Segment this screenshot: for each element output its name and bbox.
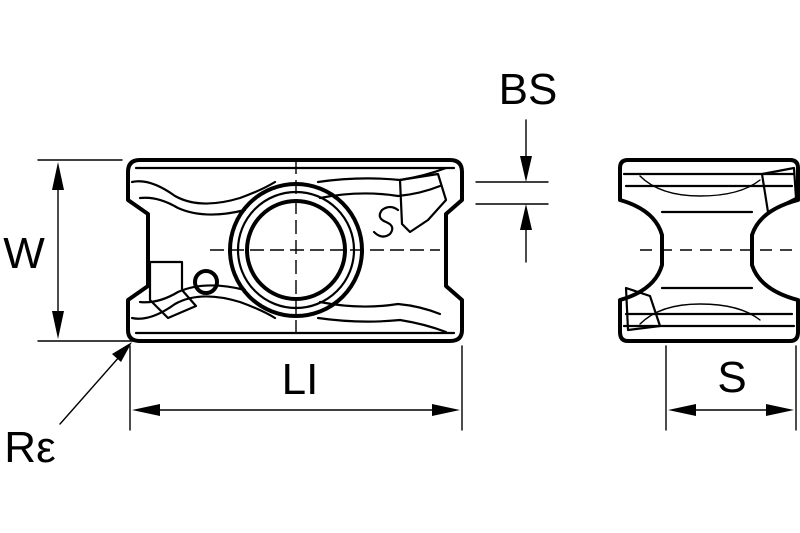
dimension-w: W: [3, 159, 137, 342]
li-label: LI: [282, 355, 319, 404]
s-label: S: [717, 353, 746, 402]
s-arrow-left: [668, 404, 696, 416]
side-top-right-wedge: [760, 166, 798, 214]
s-mark: [372, 205, 400, 238]
front-view-outline: [126, 158, 464, 343]
front-top-groove-right-2: [318, 184, 442, 200]
front-bottom-groove-right-2: [318, 300, 442, 316]
front-bottom-left-wedge: [148, 260, 198, 320]
front-top-right-wedge: [398, 172, 448, 234]
front-top-groove-left-2: [138, 196, 247, 216]
li-arrow-right: [432, 404, 460, 416]
front-bottom-groove-left: [130, 295, 277, 320]
side-bottom-groove: [639, 303, 761, 325]
side-view: [618, 158, 800, 343]
dimension-s: S: [665, 345, 797, 431]
w-arrow-top: [52, 162, 64, 190]
bs-label: BS: [499, 65, 558, 114]
front-view: [126, 158, 464, 343]
front-bottom-groove-right: [316, 316, 448, 334]
side-bottom-left-wedge: [624, 286, 662, 332]
r-label: Rε: [4, 423, 55, 472]
dimension-corner-radius: Rε: [4, 342, 132, 472]
w-arrow-bottom: [52, 311, 64, 339]
s-arrow-right: [766, 404, 794, 416]
dimension-li: LI: [129, 345, 463, 431]
li-arrow-left: [132, 404, 160, 416]
small-circle-mark: [193, 269, 219, 295]
r-leader-arrow: [112, 342, 132, 362]
bs-arrow-bottom: [520, 204, 532, 230]
r-leader-line: [59, 355, 121, 425]
dimension-bs: BS: [475, 65, 558, 263]
side-top-groove: [639, 175, 761, 197]
bs-arrow-top: [520, 156, 532, 182]
w-label: W: [3, 229, 45, 278]
front-top-groove-left: [130, 180, 277, 205]
